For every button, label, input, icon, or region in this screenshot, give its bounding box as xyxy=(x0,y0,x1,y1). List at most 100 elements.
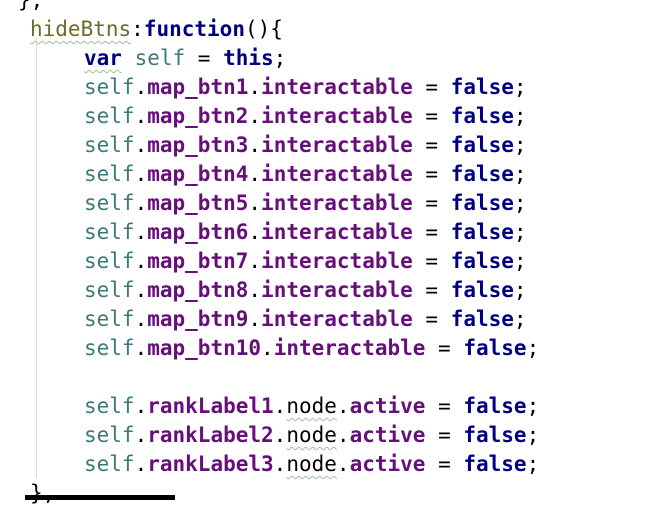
code-line[interactable]: hideBtns:function(){ xyxy=(0,15,654,44)
code-token-plain: ; xyxy=(513,249,527,273)
code-token-prop: map_btn6 xyxy=(147,220,249,244)
code-line[interactable]: self.map_btn2.interactable = false; xyxy=(0,102,654,131)
code-token-plain: . xyxy=(248,278,262,302)
code-line[interactable]: self.map_btn4.interactable = false; xyxy=(0,160,654,189)
code-token-plain: }, xyxy=(18,0,44,12)
code-token-plain: ; xyxy=(526,394,540,418)
code-token-kw: var xyxy=(84,46,122,70)
code-line[interactable]: self.map_btn8.interactable = false; xyxy=(0,276,654,305)
code-token-prop: map_btn2 xyxy=(147,104,249,128)
code-token-plain: . xyxy=(134,75,148,99)
code-token-kw: false xyxy=(450,191,514,215)
code-line[interactable]: self.map_btn9.interactable = false; xyxy=(0,305,654,334)
code-token-fn: hideBtns xyxy=(30,17,132,41)
code-token-plain: = xyxy=(425,394,464,418)
code-token-prop: rankLabel3 xyxy=(147,452,274,476)
code-token-var: self xyxy=(84,104,135,128)
code-token-kw: this xyxy=(223,46,274,70)
code-token-plain: (){ xyxy=(244,17,283,41)
code-token-var: self xyxy=(121,46,186,70)
code-token-prop: rankLabel2 xyxy=(147,423,274,447)
code-token-plain: . xyxy=(273,394,287,418)
code-token-plain: . xyxy=(134,249,148,273)
code-token-plain: . xyxy=(248,307,262,331)
code-token-plain: . xyxy=(248,191,262,215)
code-line[interactable]: var self = this; xyxy=(0,44,654,73)
code-token-plain: . xyxy=(134,278,148,302)
code-token-var: self xyxy=(84,452,135,476)
code-line[interactable]: self.rankLabel3.node.active = false; xyxy=(0,450,654,479)
code-line[interactable]: self.map_btn1.interactable = false; xyxy=(0,73,654,102)
code-token-var: self xyxy=(84,220,135,244)
code-token-prop: active xyxy=(349,452,426,476)
indent-guide xyxy=(36,38,37,478)
code-token-plain: . xyxy=(134,423,148,447)
code-line[interactable]: self.rankLabel2.node.active = false; xyxy=(0,421,654,450)
code-token-kw: false xyxy=(463,394,527,418)
code-token-plain: . xyxy=(336,452,350,476)
code-token-plain: . xyxy=(248,133,262,157)
code-line[interactable]: self.rankLabel1.node.active = false; xyxy=(0,392,654,421)
code-token-plain: }, xyxy=(30,481,56,505)
code-token-plain: . xyxy=(248,220,262,244)
code-token-prop: interactable xyxy=(261,75,413,99)
code-token-plain: ; xyxy=(513,162,527,186)
code-token-var: self xyxy=(84,307,135,331)
code-token-kw: false xyxy=(463,452,527,476)
code-token-plain: node xyxy=(286,423,337,447)
code-token-var: self xyxy=(84,191,135,215)
code-token-var: self xyxy=(84,133,135,157)
code-token-plain: ; xyxy=(513,75,527,99)
code-token-plain: = xyxy=(425,452,464,476)
code-token-plain: = xyxy=(412,75,451,99)
code-line[interactable]: self.map_btn5.interactable = false; xyxy=(0,189,654,218)
code-token-prop: map_btn7 xyxy=(147,249,249,273)
code-token-prop: map_btn3 xyxy=(147,133,249,157)
code-token-prop: map_btn9 xyxy=(147,307,249,331)
code-token-prop: map_btn5 xyxy=(147,191,249,215)
code-line[interactable]: self.map_btn3.interactable = false; xyxy=(0,131,654,160)
code-token-plain: = xyxy=(412,104,451,128)
code-token-prop: active xyxy=(349,423,426,447)
code-token-prop: interactable xyxy=(261,220,413,244)
code-token-plain: = xyxy=(412,307,451,331)
code-token-kw: false xyxy=(450,75,514,99)
code-line[interactable]: self.map_btn6.interactable = false; xyxy=(0,218,654,247)
code-token-plain: : xyxy=(131,17,144,41)
code-token-kw: false xyxy=(450,133,514,157)
code-token-plain: = xyxy=(185,46,224,70)
code-token-var: self xyxy=(84,249,135,273)
code-token-plain: ; xyxy=(513,220,527,244)
code-token-prop: interactable xyxy=(261,307,413,331)
code-token-var: self xyxy=(84,394,135,418)
code-token-var: self xyxy=(84,75,135,99)
code-token-plain: . xyxy=(248,104,262,128)
code-token-prop: interactable xyxy=(261,162,413,186)
code-token-plain: = xyxy=(425,336,464,360)
code-line[interactable] xyxy=(0,363,654,392)
code-token-plain: . xyxy=(134,307,148,331)
code-token-plain: = xyxy=(412,249,451,273)
code-token-prop: rankLabel1 xyxy=(147,394,274,418)
code-token-plain: . xyxy=(134,191,148,215)
code-line[interactable]: self.map_btn10.interactable = false; xyxy=(0,334,654,363)
code-token-kw: false xyxy=(463,423,527,447)
code-line[interactable]: }, xyxy=(0,479,654,508)
code-token-plain: ; xyxy=(273,46,287,70)
code-token-plain: = xyxy=(425,423,464,447)
code-line[interactable]: self.map_btn7.interactable = false; xyxy=(0,247,654,276)
code-line[interactable]: }, xyxy=(0,0,654,15)
code-token-prop: map_btn4 xyxy=(147,162,249,186)
code-token-plain: ; xyxy=(526,452,540,476)
code-token-plain: . xyxy=(134,394,148,418)
code-token-plain: . xyxy=(134,162,148,186)
scroll-indicator xyxy=(25,495,175,500)
code-token-prop: interactable xyxy=(261,191,413,215)
code-token-kw: false xyxy=(450,220,514,244)
code-token-kw: false xyxy=(463,336,527,360)
code-token-plain: . xyxy=(134,452,148,476)
code-token-prop: interactable xyxy=(261,104,413,128)
code-token-var: self xyxy=(84,162,135,186)
code-token-plain: . xyxy=(134,133,148,157)
